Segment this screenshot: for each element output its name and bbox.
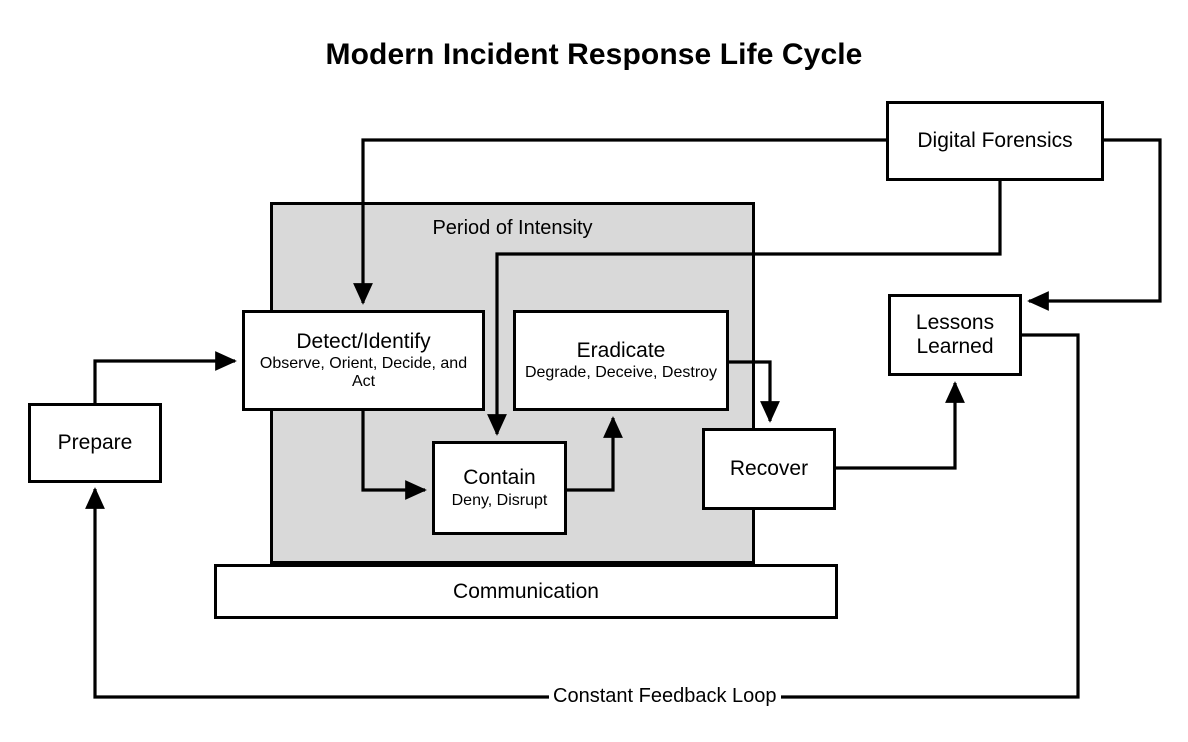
edge-eradicate-to-recover (729, 360, 780, 423)
edge-prepare-to-detect (93, 351, 237, 403)
node-lessons-learned-label: Lessons Learned (915, 311, 995, 358)
node-contain[interactable]: Contain Deny, Disrupt (432, 441, 567, 535)
node-contain-sublabel: Deny, Disrupt (451, 491, 548, 509)
node-eradicate-sublabel: Degrade, Deceive, Destroy (524, 364, 718, 382)
node-detect-identify-label: Detect/Identify (296, 329, 431, 353)
node-digital-forensics-label: Digital Forensics (917, 129, 1073, 153)
node-detect-identify[interactable]: Detect/Identify Observe, Orient, Decide,… (242, 310, 485, 411)
zone-period-of-intensity-label: Period of Intensity (432, 217, 593, 239)
edge-forensics-to-lessons (1027, 138, 1162, 311)
constant-feedback-loop-label: Constant Feedback Loop (549, 685, 781, 708)
edge-recover-to-lessons (836, 381, 965, 470)
edge-lessons-to-prepare-feedback (85, 333, 1080, 699)
node-eradicate-label: Eradicate (576, 338, 666, 362)
node-detect-identify-sublabel: Observe, Orient, Decide, and Act (259, 355, 468, 391)
edge-forensics-to-detect (353, 138, 886, 305)
edge-contain-to-eradicate (567, 416, 623, 492)
node-digital-forensics[interactable]: Digital Forensics (886, 101, 1104, 181)
node-eradicate[interactable]: Eradicate Degrade, Deceive, Destroy (513, 310, 729, 411)
node-contain-label: Contain (463, 466, 536, 490)
node-communication-label: Communication (453, 579, 599, 603)
node-recover-label: Recover (729, 457, 809, 481)
node-communication[interactable]: Communication (214, 564, 838, 619)
node-recover[interactable]: Recover (702, 428, 836, 510)
edge-forensics-to-contain (487, 181, 1002, 436)
node-prepare-label: Prepare (57, 431, 133, 455)
node-lessons-learned[interactable]: Lessons Learned (888, 294, 1022, 376)
page-title: Modern Incident Response Life Cycle (325, 38, 863, 71)
edge-detect-to-contain (361, 411, 427, 500)
node-prepare[interactable]: Prepare (28, 403, 162, 483)
